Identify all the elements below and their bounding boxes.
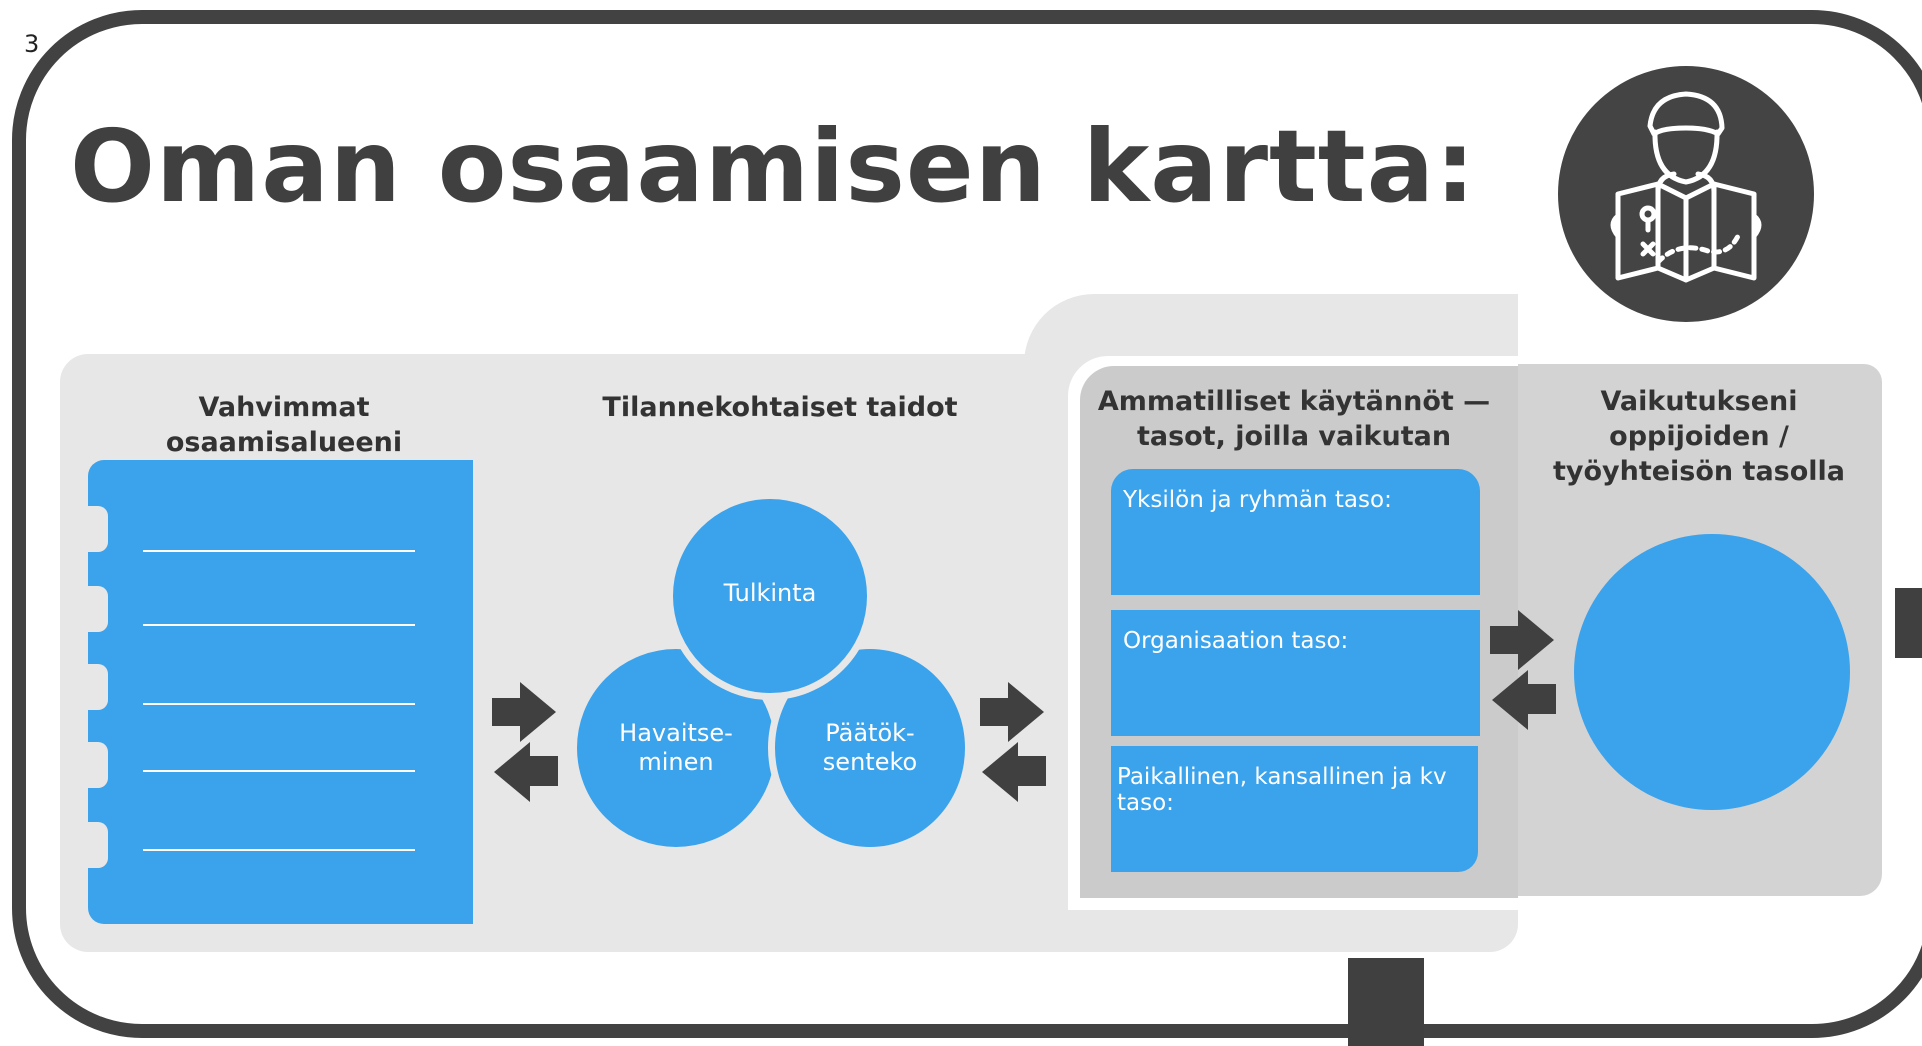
person-reading-map-icon <box>1558 66 1814 322</box>
strengths-heading: Vahvimmat osaamisalueeni <box>165 392 403 458</box>
notebook-notch <box>82 586 108 632</box>
notebook-notch <box>82 506 108 552</box>
impact-circle <box>1574 534 1850 810</box>
level-box-national: Paikallinen, kansallinen ja kv taso: <box>1111 746 1478 872</box>
impact-heading: Vaikutukseni oppijoiden / työyhteisön ta… <box>1552 386 1846 487</box>
circle-paatoksenteko: Päätök- senteko <box>768 642 972 854</box>
slide-frame <box>12 10 1922 1038</box>
notebook-line <box>143 624 415 626</box>
situational-skills-heading: Tilannekohtaiset taidot <box>602 392 958 423</box>
circle-tulkinta-label: Tulkinta <box>723 578 817 607</box>
level-box-individual: Yksilön ja ryhmän taso: <box>1111 469 1480 595</box>
circle-tulkinta: Tulkinta <box>666 492 874 700</box>
page-number: 3 <box>24 30 40 58</box>
notebook-notch <box>82 822 108 868</box>
notebook-line <box>143 770 415 772</box>
level-label: Yksilön ja ryhmän taso: <box>1123 487 1392 513</box>
notebook-notch <box>82 742 108 788</box>
level-box-organisation: Organisaation taso: <box>1111 610 1480 736</box>
notebook-shape <box>88 460 473 924</box>
notebook-line <box>143 703 415 705</box>
page-title: Oman osaamisen kartta: <box>70 108 1477 225</box>
double-arrow-icon <box>492 682 558 802</box>
circle-paatoksenteko-label: Päätök- senteko <box>822 719 918 776</box>
notebook-line <box>143 849 415 851</box>
double-arrow-icon <box>1490 610 1556 730</box>
notebook-line <box>143 550 415 552</box>
circle-havaitseminen-label: Havaitse- minen <box>619 719 733 776</box>
side-tab <box>1895 588 1922 658</box>
practices-heading: Ammatilliset käytännöt — tasot, joilla v… <box>1097 386 1491 452</box>
double-arrow-icon <box>980 682 1046 802</box>
level-label: Organisaation taso: <box>1123 628 1349 654</box>
notebook-notch <box>82 664 108 710</box>
bottom-tab <box>1348 958 1424 1046</box>
level-label: Paikallinen, kansallinen ja kv taso: <box>1117 764 1447 816</box>
